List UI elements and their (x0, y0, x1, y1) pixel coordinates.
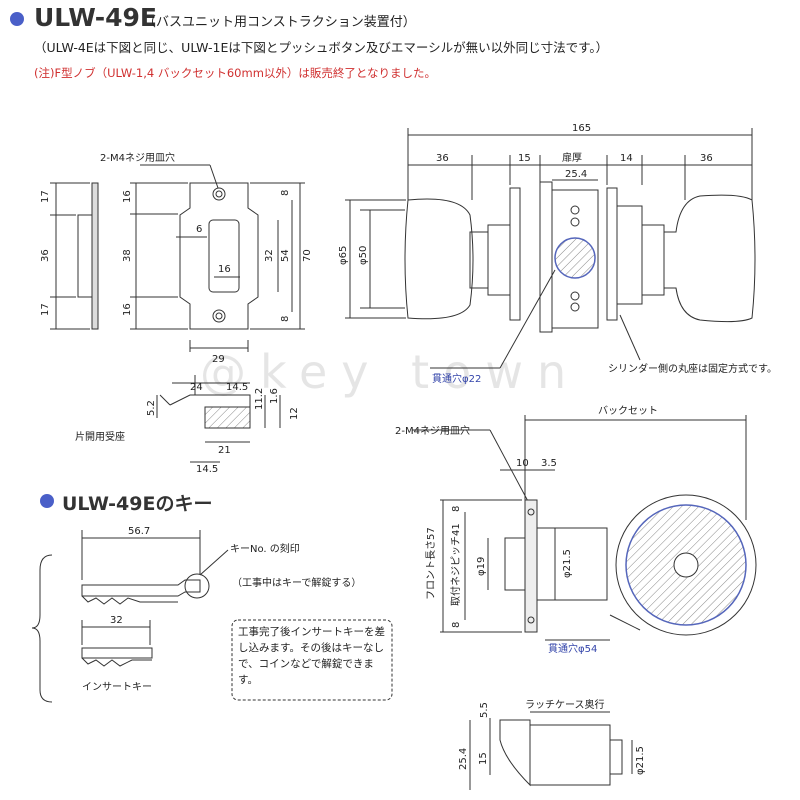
dim-16a: 16 (122, 190, 133, 203)
title-bullet-icon (10, 12, 24, 26)
dim-12: 12 (289, 407, 300, 420)
dim-16b: 16 (122, 303, 133, 316)
knob-hole-label: 貫通穴φ22 (432, 372, 481, 385)
dim-15: 15 (518, 153, 531, 164)
dim-phi21.5: φ21.5 (562, 549, 573, 578)
cylinder-note: シリンダー側の丸座は固定方式です。 (608, 362, 777, 375)
insert-key-label: インサートキー (82, 681, 152, 693)
dim-8b-latch: 8 (451, 622, 462, 628)
screw-pitch: 取付ネジピッチ41 (449, 523, 462, 606)
notice: (注)F型ノブ（ULW-1,4 バックセット60mm以外）は販売終了となりました… (34, 66, 437, 80)
dim-36: 36 (40, 249, 51, 262)
dim-36a: 36 (436, 153, 449, 164)
key-length: 56.7 (128, 526, 150, 537)
strike-section-label: 片開用受座 (75, 430, 125, 443)
dim-8a: 8 (280, 190, 291, 196)
dim-14: 14 (620, 153, 633, 164)
dim-door-thickness: 扉厚 (562, 151, 582, 164)
dim-70: 70 (302, 249, 313, 262)
dim-165: 165 (572, 123, 591, 134)
dim-phi65: φ65 (338, 246, 349, 265)
dim-14.5b: 14.5 (196, 464, 218, 475)
dim-24: 24 (190, 382, 203, 393)
subtitle: （ULW-4Eは下図と同じ、ULW-1Eは下図とプッシュボタン及びエマーシルが無… (34, 40, 609, 55)
backset-label: バックセット (598, 405, 658, 417)
dim-11.2: 11.2 (254, 388, 265, 410)
watermark: @key town (200, 345, 581, 399)
front-length: フロント長さ57 (425, 527, 437, 600)
dim-8a-latch: 8 (451, 506, 462, 512)
insert-key-length: 32 (110, 615, 123, 626)
dim-25.4-case: 25.4 (458, 748, 469, 770)
dim-3.5: 3.5 (541, 458, 557, 469)
dim-1.6: 1.6 (269, 388, 280, 404)
dim-21: 21 (218, 445, 231, 456)
dim-25.4: 25.4 (565, 169, 587, 180)
strike-screw-label: 2-M4ネジ用皿穴 (100, 151, 175, 164)
dim-phi19: φ19 (476, 557, 487, 576)
dim-8b: 8 (280, 316, 291, 322)
dim-16c: 16 (218, 264, 231, 275)
dim-10: 10 (516, 458, 529, 469)
latch-screw-label: 2-M4ネジ用皿穴 (395, 424, 470, 437)
dim-5.5: 5.5 (479, 702, 490, 718)
key-note: （工事中はキーで解錠する） (232, 576, 361, 589)
dim-32: 32 (264, 249, 275, 262)
dim-36b: 36 (700, 153, 713, 164)
dim-6: 6 (196, 224, 202, 235)
completion-note: 工事完了後インサートキーを差し込みます。その後はキーなしで、コインなどで解錠でき… (238, 626, 385, 686)
dim-38: 38 (122, 249, 133, 262)
dim-54: 54 (280, 249, 291, 262)
dim-15-case: 15 (478, 752, 489, 765)
dim-17b: 17 (40, 303, 51, 316)
dim-phi50: φ50 (358, 246, 369, 265)
key-section-title: ULW-49Eのキー (62, 493, 213, 515)
model-note: （バスユニット用コンストラクション装置付） (143, 15, 416, 30)
dim-29: 29 (212, 354, 225, 365)
dim-5.2: 5.2 (146, 400, 157, 416)
latch-case-label: ラッチケース奥行 (525, 698, 605, 711)
latch-hole-label: 貫通穴φ54 (548, 642, 597, 655)
key-number-label: キーNo. の刻印 (230, 542, 300, 555)
key-title-bullet-icon (40, 494, 54, 508)
dim-phi21.5-case: φ21.5 (635, 746, 646, 775)
dim-17a: 17 (40, 190, 51, 203)
model-title: ULW-49E (34, 3, 157, 32)
dim-14.5: 14.5 (226, 382, 248, 393)
